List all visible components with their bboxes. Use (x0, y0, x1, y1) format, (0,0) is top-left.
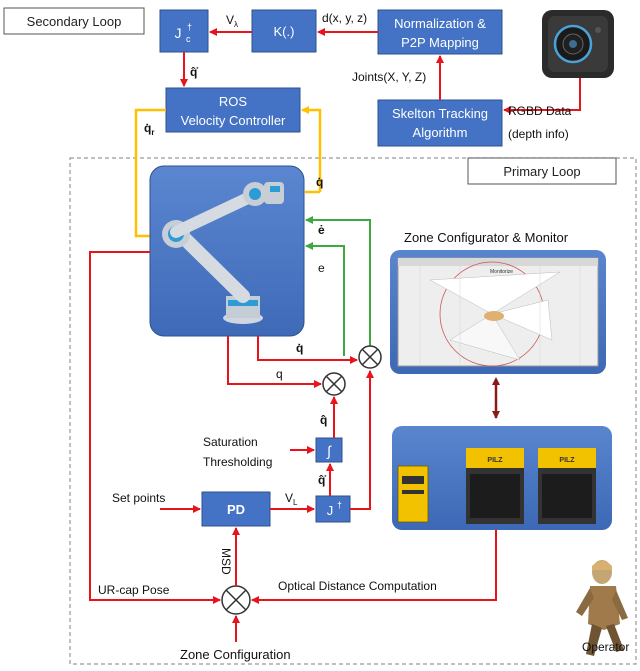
velocity-controller-label: Velocity Controller (181, 113, 286, 128)
arrow-optical-distance (251, 530, 497, 604)
sum-junction-msd (221, 585, 251, 615)
operator-label: Operator (582, 640, 629, 654)
v-lambda-label: V λ (226, 13, 238, 29)
yellow-qdot-feedback (301, 106, 322, 192)
sum-junction-q (322, 372, 346, 396)
zone-monitor-screenshot: Monitorize (390, 250, 606, 374)
primary-loop-region (69, 157, 637, 665)
integral-label: ∫ (326, 443, 332, 459)
jacobian-inverse-label: J (175, 25, 182, 41)
zone-monitor-title: Zone Configurator & Monitor (404, 230, 569, 245)
k-block: K(.) (251, 9, 317, 53)
set-points-label: Set points (112, 491, 165, 505)
e-label: e (318, 261, 325, 275)
qdot-robot-label: q̇ (316, 175, 323, 189)
arrow-camera-to-skeleton (503, 78, 581, 114)
normalization-block: Normalization & P2P Mapping (377, 9, 503, 55)
jacobian-inverse-dagger: † (187, 22, 192, 32)
secondary-loop-label: Secondary Loop (27, 14, 122, 29)
jacobian-lower-dagger: † (337, 500, 342, 510)
monitor-title-text: Monitorize (490, 269, 513, 275)
sensor-1-mark: PILZ (487, 457, 503, 464)
v-l-subscript: L (293, 498, 298, 507)
robot-arm-icon (162, 182, 284, 324)
yellow-qr-line (134, 108, 166, 238)
arrow-jacobian-to-sum-qdot (350, 370, 374, 510)
k-block-label: K(.) (274, 24, 295, 39)
normalization-label: Normalization & (394, 16, 486, 31)
jacobian-inverse-block: J † c (159, 9, 209, 53)
qhat-dot-label-top: q̂̇ (190, 65, 198, 79)
skeleton-tracking-label: Skelton Tracking (392, 106, 488, 121)
qhat-label-mid: q̂ (320, 413, 327, 427)
optical-distance-label: Optical Distance Computation (278, 579, 437, 593)
thresholding-label: Thresholding (203, 455, 272, 469)
v-l-label: V L (285, 491, 298, 507)
ros-label: ROS (219, 94, 248, 109)
arrow-robot-qdot (257, 336, 358, 364)
v-lambda-text: V (226, 13, 234, 27)
joints-xyz-label: Joints(X, Y, Z) (352, 70, 426, 84)
arrow-urcap-pose (89, 251, 221, 604)
msd-label: MSD (219, 548, 233, 575)
sum-junction-qdot (358, 345, 382, 369)
jacobian-lower-label: J (327, 503, 334, 518)
ros-velocity-controller-block: ROS Velocity Controller (165, 87, 301, 133)
sensor-2-mark: PILZ (559, 457, 575, 464)
q-output-label: q (276, 367, 283, 381)
operator-figure-icon (576, 560, 628, 656)
v-l-text: V (285, 491, 293, 505)
primary-loop-label: Primary Loop (503, 164, 580, 179)
rgbd-label: RGBD Data (508, 104, 572, 118)
v-lambda-subscript: λ (234, 20, 238, 29)
integrator-block: ∫ (315, 437, 343, 463)
skeleton-tracking-block: Skelton Tracking Algorithm (377, 99, 503, 147)
robot-arm-panel (149, 165, 305, 337)
jacobian-inverse-subscript: c (186, 34, 191, 44)
primary-loop-label-box: Primary Loop (467, 157, 617, 185)
qhat-dot-label-mid: q̂̇ (318, 473, 326, 487)
secondary-loop-label-box: Secondary Loop (3, 7, 145, 35)
depth-camera-icon (542, 10, 614, 78)
qr-dot-label: q̇r (144, 121, 154, 137)
green-e-line (305, 242, 345, 356)
d-xyz-label: d(x, y, z) (322, 11, 367, 25)
arrow-robot-q (227, 336, 322, 388)
depth-info-label: (depth info) (508, 127, 569, 141)
green-edot-line (305, 216, 371, 346)
saturation-label: Saturation (203, 435, 258, 449)
zone-configuration-label: Zone Configuration (180, 647, 291, 662)
algorithm-label: Algorithm (413, 125, 468, 140)
pd-label: PD (227, 502, 245, 517)
jacobian-lower-block: J † (315, 495, 351, 523)
pd-block: PD (201, 491, 271, 527)
edot-label: ė (318, 223, 325, 237)
p2p-mapping-label: P2P Mapping (401, 35, 479, 50)
ur-cap-label: UR-cap Pose (98, 583, 170, 597)
safety-sensors-panel: PILZ PILZ (392, 426, 612, 530)
qdot-output-label: q̇ (296, 341, 303, 355)
